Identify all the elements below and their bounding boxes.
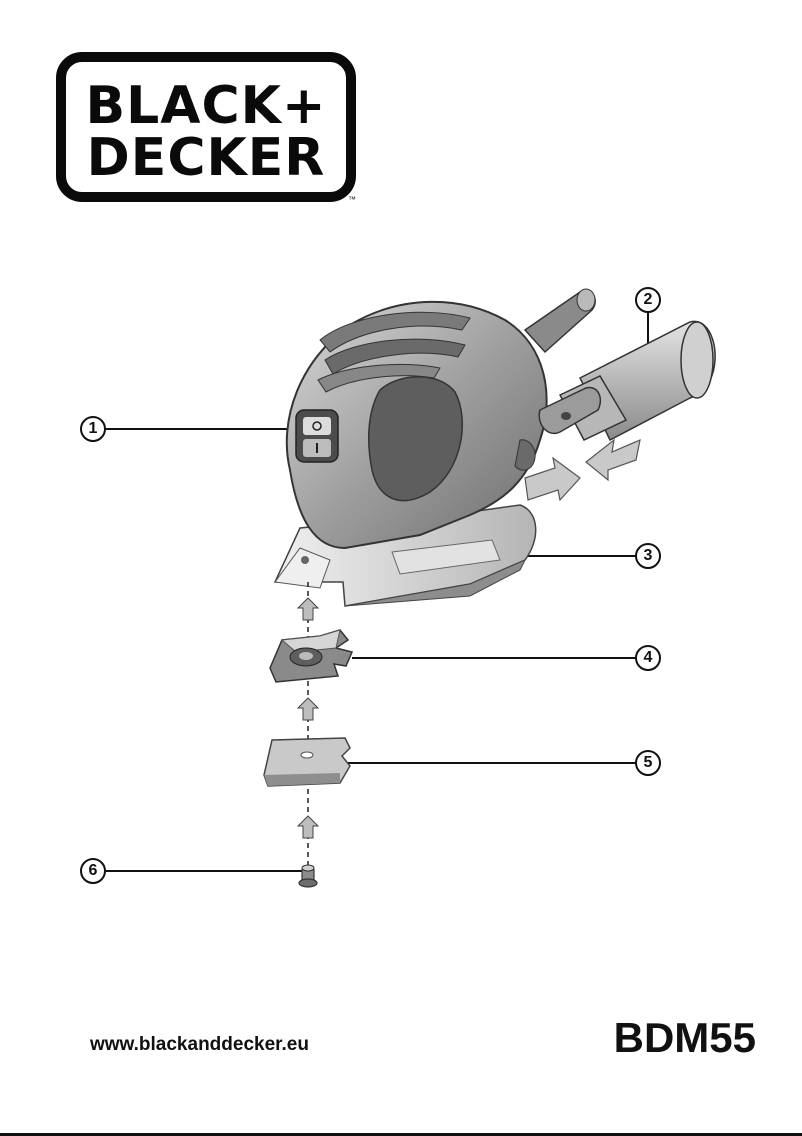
power-switch-icon [295,409,339,463]
website-link[interactable]: www.blackanddecker.eu [90,1034,309,1055]
brand-logo: BLACK+ DECKER [56,52,356,202]
logo-text-bottom: DECKER [86,128,326,188]
dust-canister [538,320,716,442]
trademark-symbol: ™ [348,195,356,204]
sander-body [285,288,596,550]
model-number: BDM55 [613,1014,756,1061]
leader-lines [106,312,649,872]
callout-3: 3 [635,543,661,569]
callout-6: 6 [80,858,106,884]
platen-screw [301,556,309,564]
callout-1: 1 [80,416,106,442]
sanding-sheet [263,737,351,787]
sanding-pad [269,629,354,683]
callout-4: 4 [635,645,661,671]
bottom-rule [0,1133,802,1136]
attach-arrows [524,438,641,502]
screw [298,864,318,888]
callout-5: 5 [635,750,661,776]
up-arrow-icon [296,597,320,839]
logo-text-top: BLACK+ [85,76,327,136]
callout-2: 2 [635,287,661,313]
